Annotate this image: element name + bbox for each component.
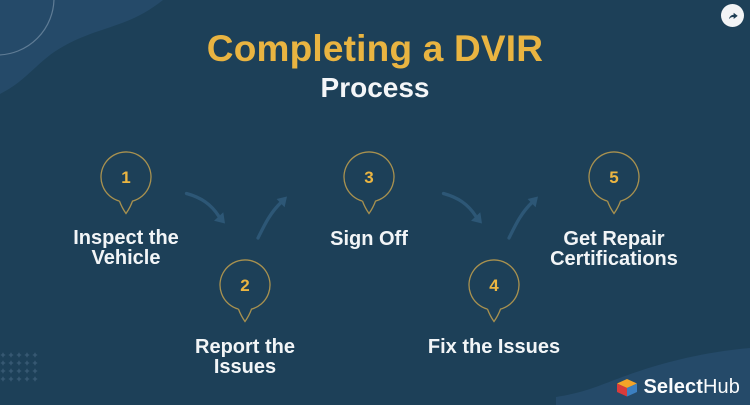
- arrow-down-1-to-2: [184, 191, 225, 224]
- step-marker-1: 1: [100, 151, 152, 215]
- step-marker-5: 5: [588, 151, 640, 215]
- pin-outline: [219, 259, 271, 323]
- step-number: 5: [609, 168, 618, 187]
- step-label-3: Sign Off: [330, 228, 408, 250]
- step-marker-4: 4: [468, 259, 520, 323]
- step-label-2: Report the Issues: [195, 336, 295, 378]
- share-button[interactable]: [721, 4, 744, 27]
- logo-wordmark: SelectHub: [643, 376, 740, 399]
- page-subtitle: Process: [320, 72, 430, 103]
- pin-outline: [343, 151, 395, 215]
- selecthub-cube-icon: [617, 378, 638, 396]
- step-number: 1: [121, 168, 130, 187]
- step-number: 4: [489, 276, 499, 295]
- logo-text-hub: Hub: [703, 376, 740, 398]
- logo-text-select: Select: [643, 376, 703, 398]
- pin-outline: [588, 151, 640, 215]
- step-number: 3: [364, 168, 373, 187]
- step-label-1: Inspect the Vehicle: [73, 227, 179, 269]
- bottom-right-swoosh: [556, 348, 750, 405]
- top-left-blob: [0, 0, 163, 94]
- step-label-4: Fix the Issues: [427, 336, 561, 358]
- step-label-5: Get Repair Certifications: [550, 228, 678, 270]
- pin-outline: [468, 259, 520, 323]
- step-number: 2: [240, 276, 249, 295]
- arrow-down-3-to-4: [441, 191, 482, 224]
- arrow-up-2-to-3: [256, 196, 287, 240]
- arrow-up-4-to-5: [507, 196, 538, 240]
- pin-outline: [100, 151, 152, 215]
- plus-grid-decoration: [0, 352, 38, 382]
- header: Completing a DVIR Process: [0, 28, 750, 104]
- page-title: Completing a DVIR: [206, 28, 544, 69]
- step-marker-3: 3: [343, 151, 395, 215]
- share-forward-icon: [728, 12, 738, 19]
- step-marker-2: 2: [219, 259, 271, 323]
- selecthub-logo: SelectHub: [617, 376, 740, 399]
